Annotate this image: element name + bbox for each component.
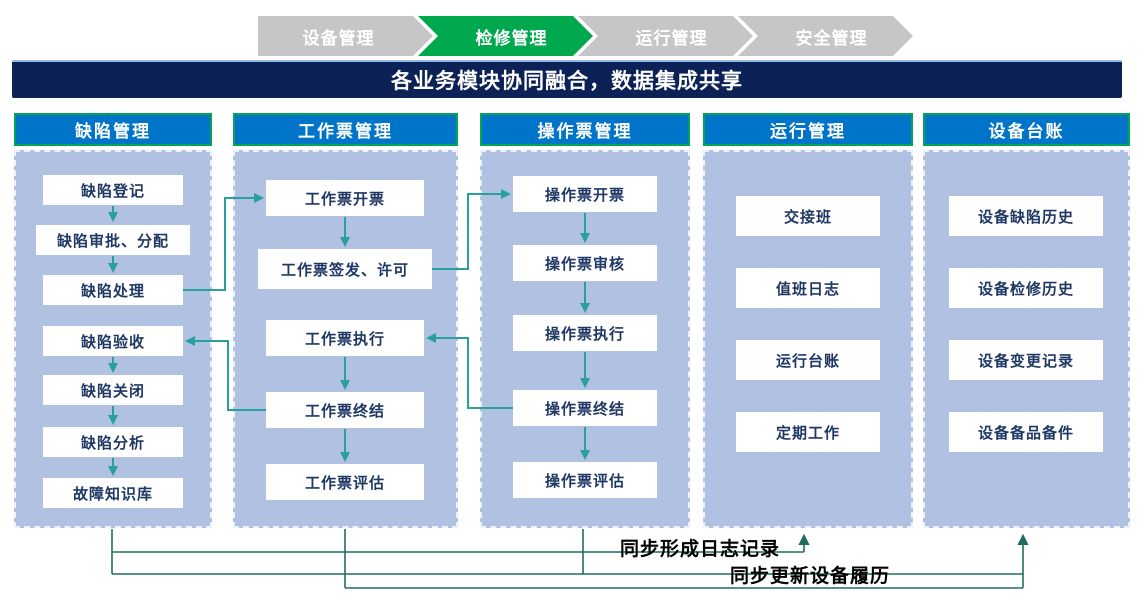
flow-step: 缺陷登记: [43, 175, 183, 205]
sync-log-label: 同步形成日志记录: [620, 539, 781, 560]
flow-step: 设备检修历史: [949, 268, 1103, 308]
flow-step: 工作票终结: [266, 392, 424, 428]
column-header-operation-ticket: 操作票管理: [480, 113, 690, 146]
tab-equipment-management[interactable]: 设备管理: [258, 16, 433, 56]
column-header-equipment-ledger: 设备台账: [923, 113, 1130, 146]
flow-step: 工作票执行: [266, 320, 424, 356]
flow-step: 缺陷关闭: [43, 375, 183, 405]
flow-step: 设备变更记录: [949, 340, 1103, 380]
column-header-defect: 缺陷管理: [14, 113, 212, 146]
flow-step: 设备备品备件: [949, 412, 1103, 452]
flow-step: 设备缺陷历史: [949, 196, 1103, 236]
flow-step: 运行台账: [736, 340, 880, 380]
flow-step: 交接班: [736, 196, 880, 236]
flow-step: 值班日志: [736, 268, 880, 308]
flow-step: 工作票评估: [266, 464, 424, 500]
tab-safety-management[interactable]: 安全管理: [738, 16, 913, 56]
flow-step: 缺陷审批、分配: [36, 225, 190, 255]
flow-step: 缺陷验收: [43, 326, 183, 356]
flow-step: 操作票终结: [513, 390, 657, 426]
sync-history-label: 同步更新设备履历: [730, 566, 891, 587]
flow-step: 工作票开票: [266, 180, 424, 216]
flow-step: 缺陷分析: [43, 427, 183, 457]
flow-step: 操作票审核: [513, 245, 657, 281]
flow-step: 工作票签发、许可: [258, 249, 432, 289]
column-header-work-ticket: 工作票管理: [233, 113, 458, 146]
flow-step: 操作票执行: [513, 315, 657, 351]
flow-step: 缺陷处理: [43, 275, 183, 305]
flow-step: 定期工作: [736, 412, 880, 452]
tab-operation-management[interactable]: 运行管理: [578, 16, 753, 56]
flow-step: 操作票评估: [513, 462, 657, 498]
flow-step: 操作票开票: [513, 176, 657, 212]
flow-step: 故障知识库: [43, 478, 183, 508]
column-header-operation: 运行管理: [703, 113, 913, 146]
banner-title: 各业务模块协同融合，数据集成共享: [12, 60, 1122, 98]
tab-maintenance-management[interactable]: 检修管理: [418, 16, 593, 56]
